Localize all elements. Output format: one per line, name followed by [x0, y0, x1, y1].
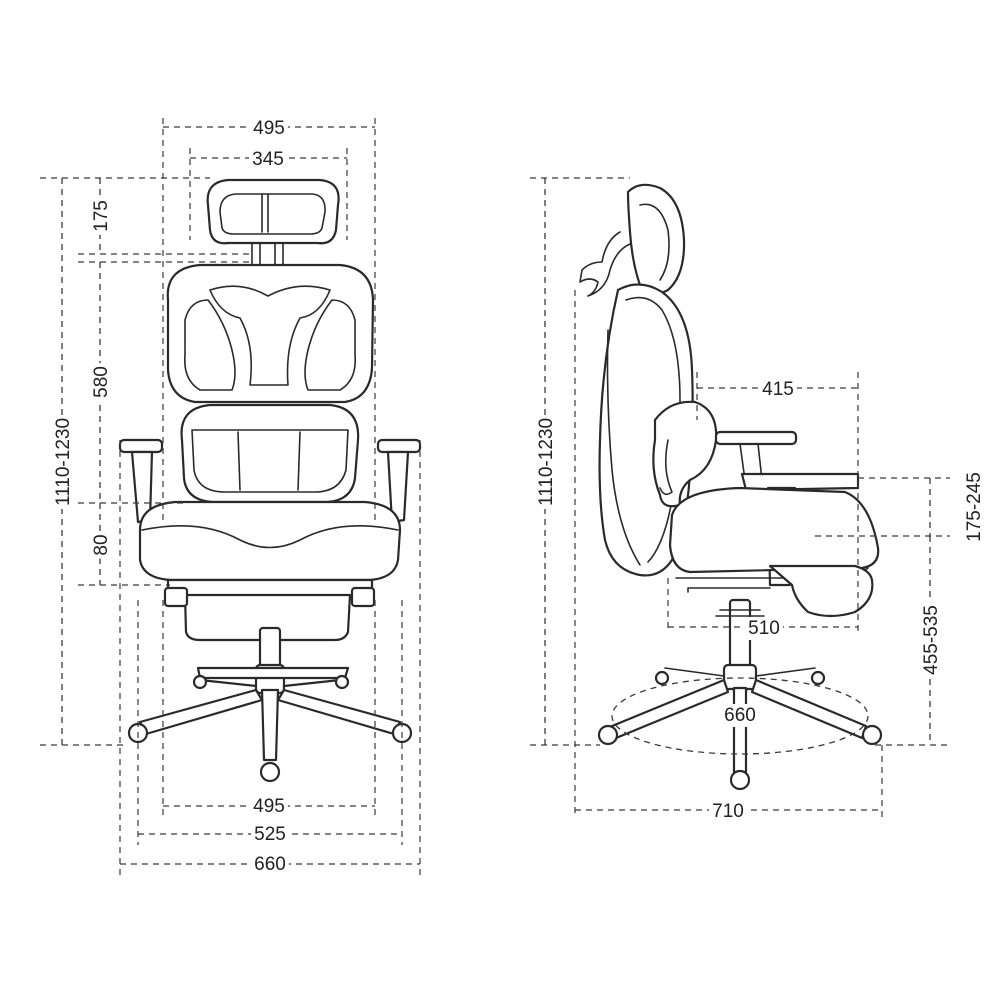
label-background [251, 823, 289, 846]
side-dim-510: 510 [748, 618, 780, 639]
side-backrest [598, 283, 718, 577]
front-dim-175: 175 [91, 200, 112, 232]
side-base [597, 598, 883, 791]
front-lower-backrest [180, 403, 360, 504]
label-background [250, 795, 288, 818]
side-dim-175-245: 175-245 [964, 472, 985, 542]
label-background [90, 363, 113, 401]
side-dim-660: 660 [724, 705, 756, 726]
side-headrest [579, 183, 686, 297]
label-background [745, 617, 783, 640]
label-background [249, 148, 287, 171]
front-armrests [118, 438, 422, 524]
front-dim-660: 660 [254, 854, 286, 875]
front-dim-345: 345 [252, 149, 284, 170]
front-view-chair [118, 178, 422, 783]
label-background [90, 197, 113, 235]
front-upper-backrest [166, 263, 375, 404]
label-background [709, 800, 747, 823]
front-dim-525: 525 [254, 824, 286, 845]
side-dim-710: 710 [712, 801, 744, 822]
front-dim-overall-height: 1110-1230 [53, 418, 74, 506]
side-view-chair [579, 183, 883, 791]
side-base-diameter-ellipse [611, 677, 869, 755]
label-background [251, 853, 289, 876]
front-dim-580: 580 [91, 366, 112, 398]
label-background [250, 117, 288, 140]
front-base [127, 626, 413, 783]
side-dim-415: 415 [762, 379, 794, 400]
label-background [52, 414, 75, 510]
front-dim-80: 80 [91, 534, 112, 555]
label-background [759, 378, 797, 401]
label-background [90, 531, 113, 559]
front-footrest [163, 586, 376, 642]
label-background [535, 414, 558, 510]
side-seat [668, 486, 880, 618]
front-seat [138, 500, 402, 600]
label-background [721, 704, 759, 727]
front-headrest [206, 178, 340, 269]
side-view-dimensions: 1110-1230 415 175-245 455-535 510 660 71… [530, 177, 986, 823]
label-background [963, 469, 986, 545]
front-dim-495-top: 495 [253, 118, 285, 139]
label-background [920, 602, 943, 678]
side-dim-455-535: 455-535 [921, 605, 942, 675]
front-view-dimensions: 495 345 1110-1230 175 580 80 495 [40, 117, 421, 880]
front-dim-495-bottom: 495 [253, 796, 285, 817]
side-dim-overall-height: 1110-1230 [536, 418, 557, 506]
